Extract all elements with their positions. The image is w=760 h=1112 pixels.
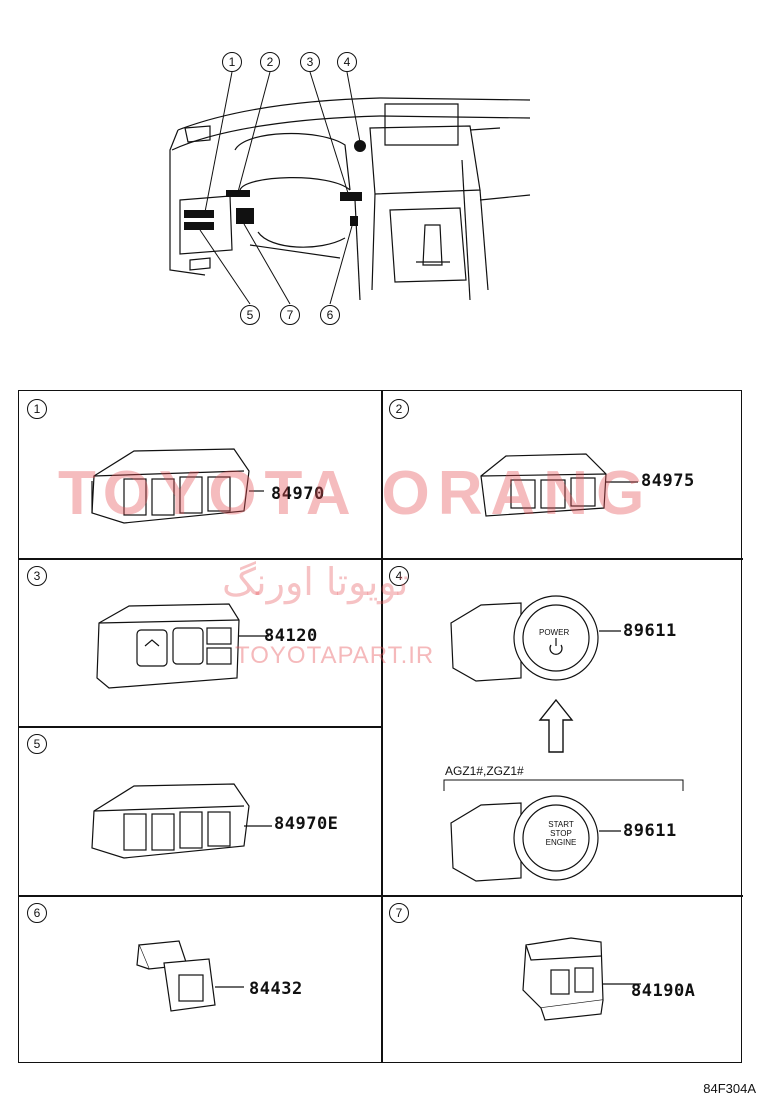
variant-label: AGZ1#,ZGZ1#	[445, 764, 524, 778]
panel-number-3: 3	[27, 566, 47, 586]
part-number-89611-lower: 89611	[623, 821, 677, 841]
switch-84970E-drawing	[91, 783, 272, 859]
panel-number-7: 7	[389, 903, 409, 923]
panel-number-1: 1	[27, 399, 47, 419]
overview-callout-2: 2	[260, 52, 280, 72]
up-arrow-icon	[538, 698, 574, 753]
panel-number-6: 6	[27, 903, 47, 923]
part-number-89611-upper: 89611	[623, 621, 677, 641]
overview-callout-6: 6	[320, 305, 340, 325]
overview-callout-1: 1	[222, 52, 242, 72]
diagram-reference-code: 84F304A	[703, 1081, 756, 1096]
start-stop-button-drawing	[450, 795, 621, 882]
switch-84975-drawing	[480, 453, 638, 517]
switch-84120-drawing	[96, 603, 269, 689]
panel-5: 5 84970E	[19, 726, 381, 895]
parts-grid: 1 84970 2	[18, 390, 743, 1064]
panel-6: 6 84432	[19, 895, 381, 1064]
part-number-84970E: 84970E	[274, 814, 339, 834]
switch-84190A-drawing	[522, 937, 641, 1021]
panel-number-2: 2	[389, 399, 409, 419]
overview-callout-5: 5	[240, 305, 260, 325]
panel-2: 2 84975	[381, 391, 743, 558]
overview-callout-3: 3	[300, 52, 320, 72]
panel-number-4: 4	[389, 566, 409, 586]
watermark-farsi: تویوتا اورنگ	[222, 560, 409, 604]
grid-divider-row3	[19, 895, 743, 897]
dashboard-overview: 1 2 3 4 5 7 6	[0, 0, 760, 340]
start-stop-label: START STOP ENGINE	[545, 820, 577, 847]
switch-84970-drawing	[91, 448, 264, 524]
part-number-84432: 84432	[249, 979, 303, 999]
switch-84432-drawing	[136, 940, 244, 1012]
part-number-84120: 84120	[264, 626, 318, 646]
watermark-url: TOYOTAPART.IR	[235, 642, 435, 669]
variant-bracket	[443, 779, 684, 791]
part-number-84970: 84970	[271, 484, 325, 504]
panel-1: 1 84970	[19, 391, 381, 558]
panel-4: 4 POWER 89611 AGZ1#,ZGZ1#	[381, 558, 743, 895]
watermark-brand: TOYOTA ORANG	[58, 459, 653, 528]
grid-divider-row1	[19, 558, 743, 560]
power-button-drawing	[450, 595, 621, 682]
part-number-84975: 84975	[641, 471, 695, 491]
panel-7: 7 84190A	[381, 895, 743, 1064]
overview-callout-7: 7	[280, 305, 300, 325]
panel-3: 3 84120	[19, 558, 381, 726]
power-button-label: POWER	[539, 628, 570, 637]
overview-callout-4: 4	[337, 52, 357, 72]
dashboard-line-drawing	[169, 71, 531, 305]
grid-divider-row2-left	[19, 726, 381, 728]
part-number-84190A: 84190A	[631, 981, 696, 1001]
panel-number-5: 5	[27, 734, 47, 754]
grid-divider-vertical	[381, 391, 383, 1062]
